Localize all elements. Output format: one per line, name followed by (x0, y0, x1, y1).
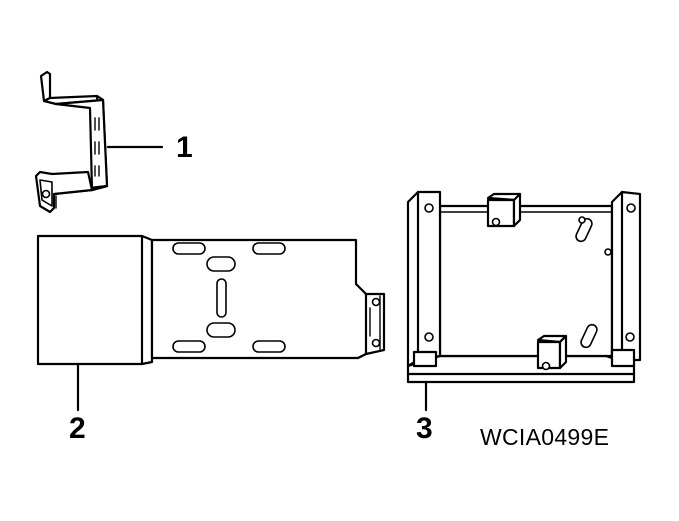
part-1-bracket (34, 70, 164, 214)
part-2-plate-assembly (36, 234, 386, 412)
part-3-frame-bracket (406, 190, 642, 412)
callout-label-2: 2 (69, 412, 86, 445)
callout-label-3: 3 (416, 412, 433, 445)
figure-id: WCIA0499E (480, 424, 610, 450)
callout-label-1: 1 (176, 131, 193, 164)
